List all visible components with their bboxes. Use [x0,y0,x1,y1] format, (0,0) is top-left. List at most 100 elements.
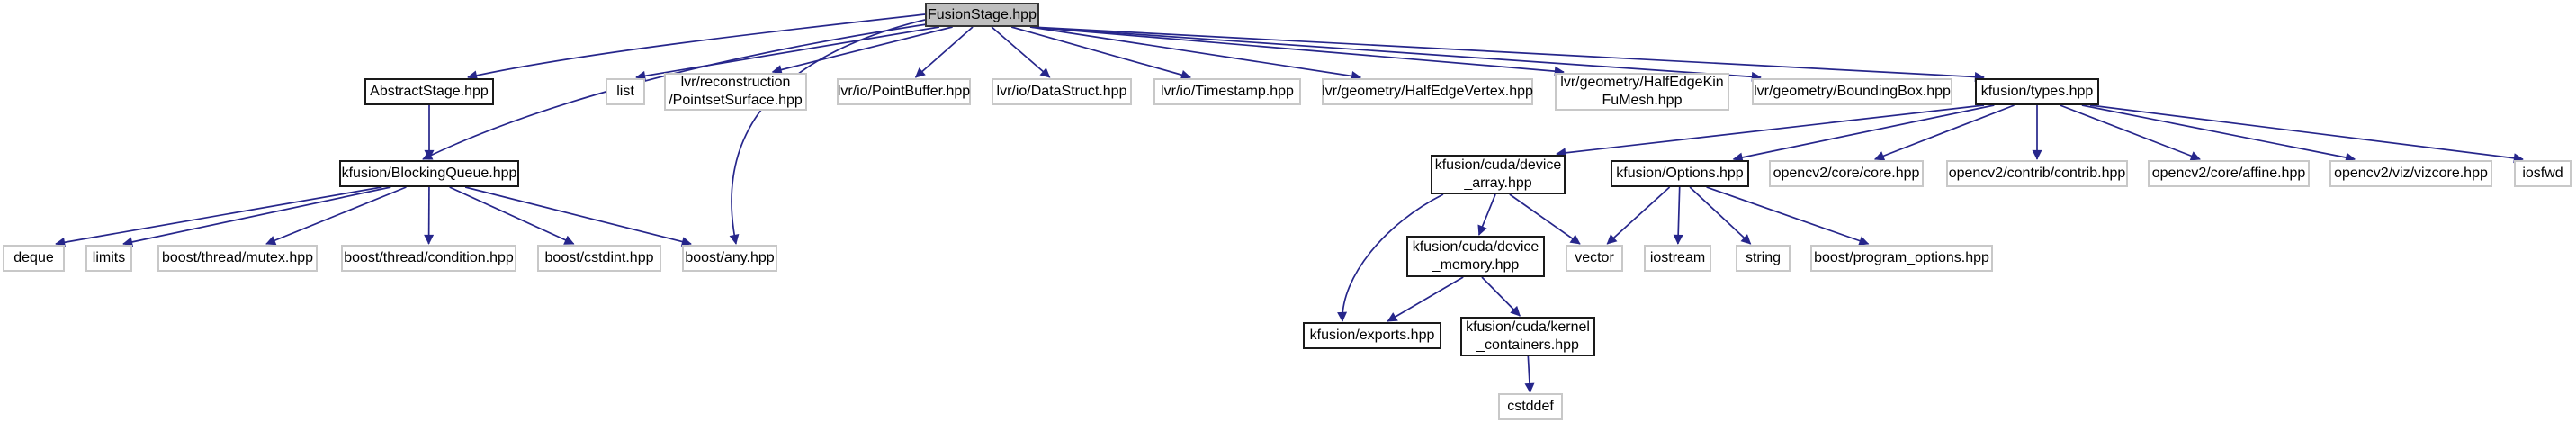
edge-blockingqueue-mutex [265,186,407,246]
node-label: kfusion/types.hpp [1980,84,2094,99]
node-label: kfusion/cuda/device [1434,157,1562,173]
edge-options-vector [1606,186,1671,245]
node-exports[interactable]: kfusion/exports.hpp [1303,322,1441,349]
node-label: /PointsetSurface.hpp [669,93,803,108]
node-string: string [1736,245,1791,272]
node-vector: vector [1566,245,1623,272]
node-label: FuMesh.hpp [1602,93,1683,108]
node-cstdint: boost/cstdint.hpp [537,245,661,272]
node-types[interactable]: kfusion/types.hpp [1975,78,2099,105]
node-abstractstage[interactable]: AbstractStage.hpp [364,78,494,105]
node-mutex: boost/thread/mutex.hpp [157,245,318,272]
node-label: FusionStage.hpp [928,6,1037,22]
edge-types-cvcore [1873,104,2015,161]
edge-types-options [1732,104,1995,163]
node-deque: deque [3,245,65,272]
node-devicearray[interactable]: kfusion/cuda/device _array.hpp [1431,155,1566,194]
node-pointbuffer: lvr/io/PointBuffer.hpp [837,78,971,105]
edge-types-iosfwd [2089,104,2524,164]
node-blockingqueue[interactable]: kfusion/BlockingQueue.hpp [339,160,519,187]
node-iostream: iostream [1644,245,1711,272]
node-iosfwd: iosfwd [2514,160,2572,187]
edge-kernelcontainers-cstddef [1524,355,1535,393]
node-label: kfusion/Options.hpp [1616,166,1744,181]
edge-fusionstage-boundingbox [1029,26,1762,82]
node-label: lvr/geometry/BoundingBox.hpp [1754,84,1951,99]
node-label: _memory.hpp [1432,257,1520,273]
edge-options-string [1689,186,1752,245]
node-label: opencv2/viz/vizcore.hpp [2334,166,2488,181]
edge-types-cvaffine [2060,104,2201,161]
edge-blockingqueue-any [464,186,692,247]
node-label: iostream [1649,250,1706,265]
node-label: boost/thread/mutex.hpp [161,250,314,265]
node-condition: boost/thread/condition.hpp [341,245,516,272]
edge-options-iostream [1673,186,1683,245]
edge-fusionstage-timestamp [1010,26,1191,80]
edge-devicearray-exports [1337,193,1444,322]
node-devicememory[interactable]: kfusion/cuda/device _memory.hpp [1406,236,1545,277]
node-timestamp: lvr/io/Timestamp.hpp [1153,78,1301,105]
node-label: iosfwd [2522,166,2563,181]
node-label: kfusion/cuda/kernel [1466,319,1590,335]
node-label: opencv2/core/affine.hpp [2151,166,2306,181]
edge-fusionstage-pointsetsurface [771,26,953,75]
edge-devicearray-vector [1509,193,1581,245]
edge-fusionstage-halfedgevertex [1029,26,1362,81]
node-limits: limits [85,245,132,272]
node-cvcore: opencv2/core/core.hpp [1769,160,1924,187]
node-label: boost/program_options.hpp [1814,250,1989,265]
node-label: _containers.hpp [1476,337,1579,353]
node-label: opencv2/contrib/contrib.hpp [1948,166,2126,181]
node-label: boost/any.hpp [685,250,775,265]
node-datastruct: lvr/io/DataStruct.hpp [992,78,1132,105]
node-label: lvr/io/DataStruct.hpp [996,84,1127,99]
node-cstddef: cstddef [1498,393,1563,420]
node-kernelcontainers[interactable]: kfusion/cuda/kernel _containers.hpp [1460,317,1595,356]
edge-fusionstage-abstractstage [467,13,926,81]
node-label: opencv2/core/core.hpp [1773,166,1920,181]
edge-fusionstage-datastruct [991,26,1051,78]
edge-devicememory-kernelcontainers [1481,276,1521,317]
edge-blockingqueue-cstdint [449,186,575,245]
node-label: boost/thread/condition.hpp [344,250,514,265]
edge-options-programoptions [1706,186,1870,246]
node-label: lvr/reconstruction [680,75,791,90]
node-label: lvr/geometry/HalfEdgeVertex.hpp [1322,84,1533,99]
node-label: boost/cstdint.hpp [544,250,654,265]
edge-blockingqueue-deque [55,186,382,247]
node-cvvizcore: opencv2/viz/vizcore.hpp [2329,160,2492,187]
node-label: _array.hpp [1464,175,1532,191]
node-label: AbstractStage.hpp [370,84,489,99]
node-label: list [616,84,634,99]
node-label: limits [92,250,126,265]
node-label: kfusion/BlockingQueue.hpp [341,166,517,181]
node-boundingbox: lvr/geometry/BoundingBox.hpp [1752,78,1952,105]
node-label: kfusion/cuda/device [1412,239,1539,255]
edge-fusionstage-types [1029,26,1985,82]
edge-devicememory-exports [1387,276,1464,322]
edge-types-devicearray [1556,104,1985,158]
edge-types-cvvizcore [2081,104,2356,163]
node-label: lvr/io/PointBuffer.hpp [837,84,971,99]
node-label: cstddef [1507,399,1554,414]
node-label: string [1745,250,1782,265]
node-label: lvr/geometry/HalfEdgeKin [1560,75,1724,90]
edge-devicearray-devicememory [1477,193,1496,236]
edge-fusionstage-pointbuffer [914,26,974,78]
node-label: kfusion/exports.hpp [1309,328,1435,343]
node-cvaffine: opencv2/core/affine.hpp [2148,160,2310,187]
edge-blockingqueue-limits [122,186,391,247]
node-pointsetsurface: lvr/reconstruction/PointsetSurface.hpp [664,73,807,111]
node-label: lvr/io/Timestamp.hpp [1161,84,1294,99]
node-cvcontrib: opencv2/contrib/contrib.hpp [1946,160,2128,187]
node-options[interactable]: kfusion/Options.hpp [1611,160,1749,187]
node-any: boost/any.hpp [682,245,777,272]
edge-fusionstage-halfedgekinfumesh [1029,26,1565,76]
node-programoptions: boost/program_options.hpp [1810,245,1993,272]
node-halfedgevertex: lvr/geometry/HalfEdgeVertex.hpp [1322,78,1533,105]
node-fusionstage: FusionStage.hpp [925,3,1039,27]
